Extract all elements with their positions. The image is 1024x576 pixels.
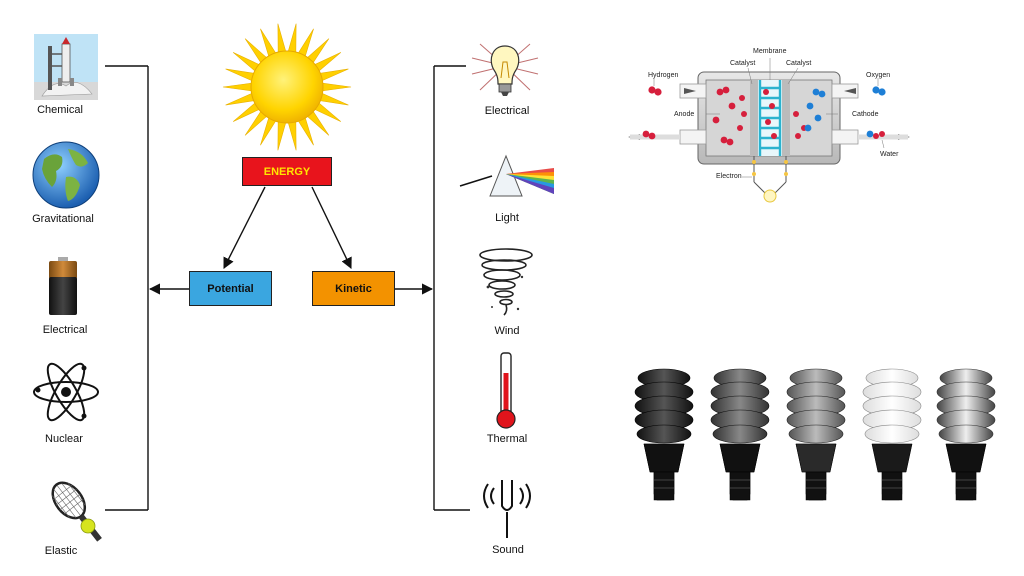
fuel-cell-label-catalyst-left: Catalyst — [730, 60, 756, 67]
rocket-launch-icon — [34, 34, 98, 100]
light-bulb-icon — [471, 43, 539, 96]
sun-ray — [277, 23, 287, 55]
sun-ray — [312, 52, 342, 73]
sun-ray — [287, 23, 297, 55]
sun-ray — [277, 119, 287, 151]
potential-item-label: Electrical — [42, 324, 88, 336]
sun-ray — [225, 68, 257, 82]
earth-globe-icon — [32, 141, 100, 209]
kinetic-label: Kinetic — [335, 282, 372, 295]
kinetic-item-label: Thermal — [486, 433, 528, 445]
sun-ray — [244, 38, 269, 65]
sun-ray — [222, 82, 254, 92]
sun-ray — [232, 101, 262, 122]
fuel-cell-label-oxygen: Oxygen — [866, 72, 891, 79]
sun-ray — [296, 115, 314, 146]
sun-ray — [225, 92, 257, 106]
fuel-cell-label-membrane: Membrane — [753, 48, 787, 55]
potential-label: Potential — [207, 282, 254, 295]
tennis-racket-icon — [51, 481, 102, 542]
sun-ray — [317, 92, 349, 106]
battery-icon — [49, 257, 77, 315]
cfl-bulbs-image — [634, 368, 996, 501]
fuel-cell-label-electron: Electron — [716, 173, 742, 180]
potential-item-label: Nuclear — [45, 433, 83, 445]
potential-item-label: Elastic — [44, 545, 78, 557]
potential-box: Potential — [189, 271, 272, 306]
sun-ray — [260, 115, 278, 146]
sun-ray — [317, 68, 349, 82]
fuel-cell-label-cathode: Cathode — [852, 111, 879, 118]
sun-ray — [232, 52, 262, 73]
atom-icon — [33, 362, 99, 422]
sun-ray — [260, 28, 278, 59]
sun-ray — [287, 119, 297, 151]
energy-label: ENERGY — [263, 165, 311, 178]
thermometer-icon — [496, 352, 516, 429]
prism-icon — [459, 154, 554, 197]
sun-ray — [244, 109, 269, 136]
sun-ray — [305, 38, 330, 65]
kinetic-item-label: Electrical — [484, 105, 530, 117]
fuel-cell-label-anode: Anode — [674, 111, 695, 118]
energy-box: ENERGY — [242, 157, 332, 186]
kinetic-item-label: Sound — [492, 544, 524, 556]
fuel-cell-label-hydrogen: Hydrogen — [648, 72, 679, 79]
tornado-icon — [479, 248, 533, 316]
sun-ray — [320, 82, 352, 92]
kinetic-item-label: Light — [495, 212, 519, 224]
potential-item-label: Gravitational — [32, 213, 94, 225]
sun-ray — [305, 109, 330, 136]
kinetic-box: Kinetic — [312, 271, 395, 306]
tuning-fork-icon — [483, 480, 531, 538]
kinetic-item-label: Wind — [494, 325, 520, 337]
fuel-cell-label-catalyst-right: Catalyst — [786, 60, 812, 67]
fuel-cell-label-water: Water — [880, 151, 899, 158]
sun-ray — [312, 101, 342, 122]
potential-item-label: Chemical — [37, 104, 83, 116]
sun-ray — [296, 28, 314, 59]
fuel-cell-diagram — [628, 58, 910, 203]
